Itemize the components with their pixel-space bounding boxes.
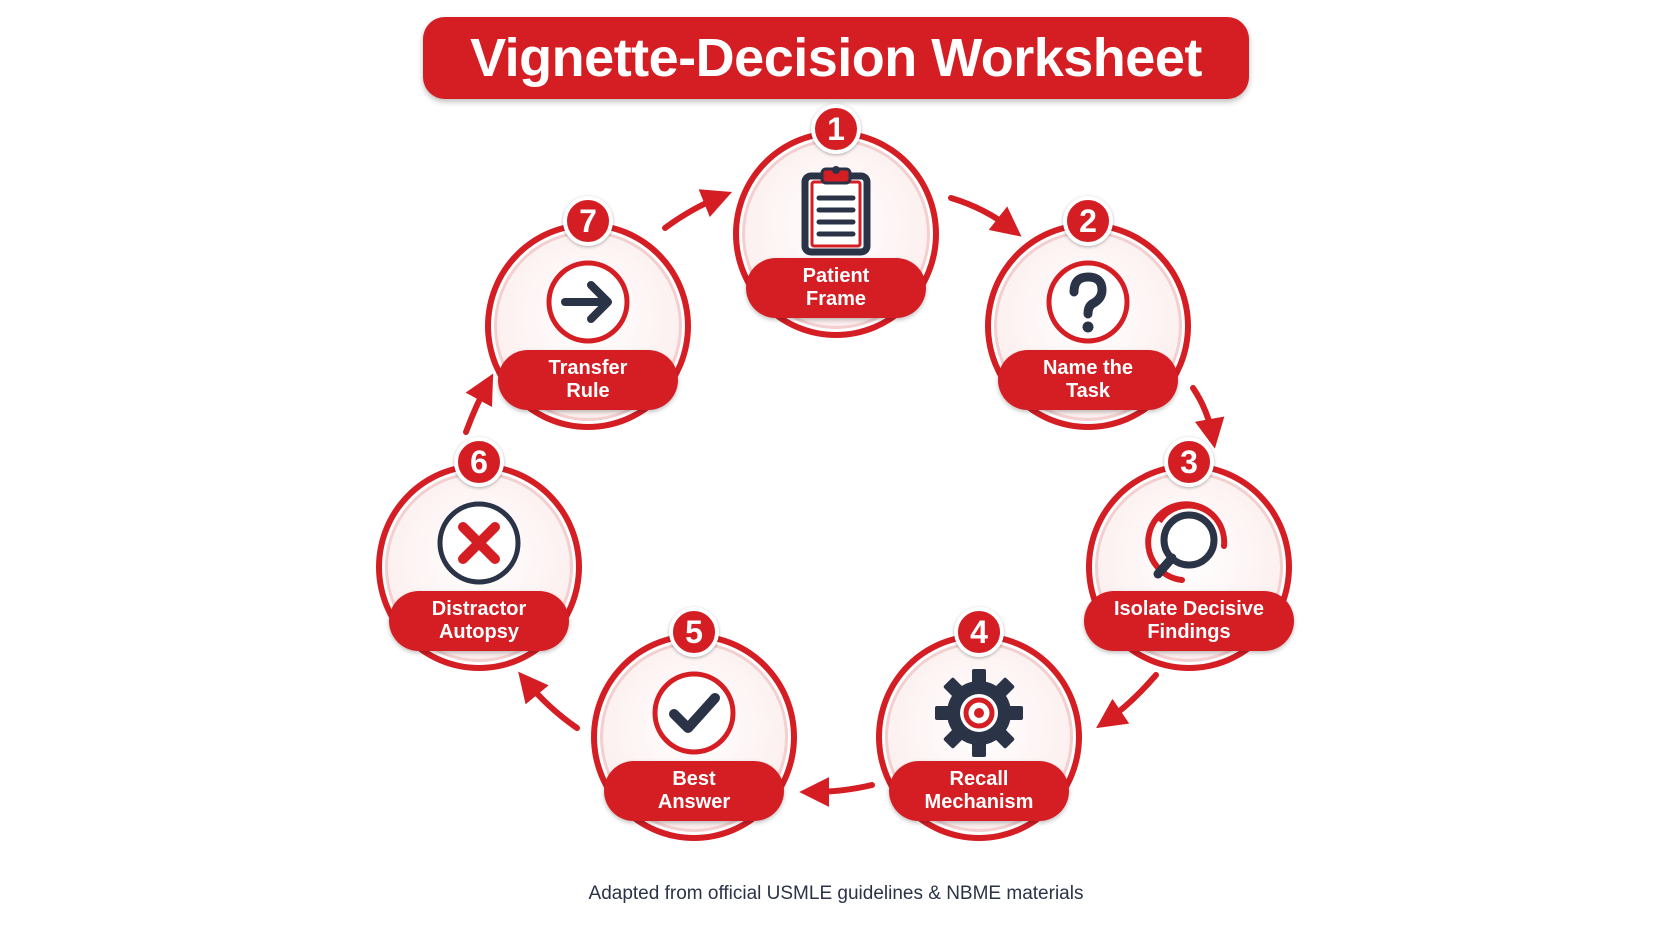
step-label-pill: Name the Task bbox=[998, 350, 1178, 410]
step-number: 2 bbox=[1063, 196, 1113, 246]
source-footnote: Adapted from official USMLE guidelines &… bbox=[588, 883, 1084, 904]
arrow-right-icon bbox=[538, 252, 638, 352]
step-2: 2 Name the Task bbox=[985, 196, 1191, 430]
step-label: Patient Frame bbox=[802, 265, 870, 310]
title-banner: Vignette-Decision Worksheet bbox=[423, 17, 1249, 99]
magnifier-icon bbox=[1139, 493, 1239, 593]
step-1: 1 Patient Frame bbox=[733, 104, 939, 338]
step-label-pill: Distractor Autopsy bbox=[389, 591, 569, 651]
step-label: Distractor Autopsy bbox=[431, 598, 527, 643]
clipboard-icon bbox=[786, 160, 886, 260]
step-number: 3 bbox=[1164, 437, 1214, 487]
step-number: 1 bbox=[811, 104, 861, 154]
step-number: 4 bbox=[954, 607, 1004, 657]
gear-icon bbox=[929, 663, 1029, 763]
step-label: Transfer Rule bbox=[548, 357, 628, 402]
question-mark-icon bbox=[1038, 252, 1138, 352]
step-label-pill: Transfer Rule bbox=[498, 350, 678, 410]
step-label: Isolate Decisive Findings bbox=[1113, 598, 1265, 643]
step-label-pill: Patient Frame bbox=[746, 258, 926, 318]
step-number: 6 bbox=[454, 437, 504, 487]
step-3: 3 Isolate Decisive Findings bbox=[1084, 437, 1294, 671]
step-label: Recall Mechanism bbox=[924, 768, 1034, 813]
arrow-4-to-5 bbox=[799, 776, 875, 807]
arrow-1-to-2 bbox=[948, 195, 1022, 237]
step-6: 6 Distractor Autopsy bbox=[376, 437, 582, 671]
step-label-pill: Isolate Decisive Findings bbox=[1084, 591, 1294, 651]
step-label: Best Answer bbox=[657, 768, 731, 813]
x-mark-icon bbox=[429, 493, 529, 593]
step-number: 7 bbox=[563, 196, 613, 246]
step-number: 5 bbox=[669, 607, 719, 657]
arrow-2-to-3 bbox=[1190, 385, 1225, 449]
arrow-3-to-4 bbox=[1096, 672, 1159, 729]
step-label-pill: Recall Mechanism bbox=[889, 761, 1069, 821]
step-5: 5 Best Answer bbox=[591, 607, 797, 841]
arrow-5-to-6 bbox=[518, 671, 580, 731]
step-7: 7 Transfer Rule bbox=[485, 196, 691, 430]
step-label: Name the Task bbox=[1042, 357, 1134, 402]
step-4: 4 Recall Mechanism bbox=[876, 607, 1082, 841]
checkmark-icon bbox=[644, 663, 744, 763]
step-label-pill: Best Answer bbox=[604, 761, 784, 821]
arrow-6-to-7 bbox=[463, 373, 494, 435]
arrow-7-to-1 bbox=[662, 189, 733, 231]
page-title: Vignette-Decision Worksheet bbox=[470, 28, 1202, 88]
